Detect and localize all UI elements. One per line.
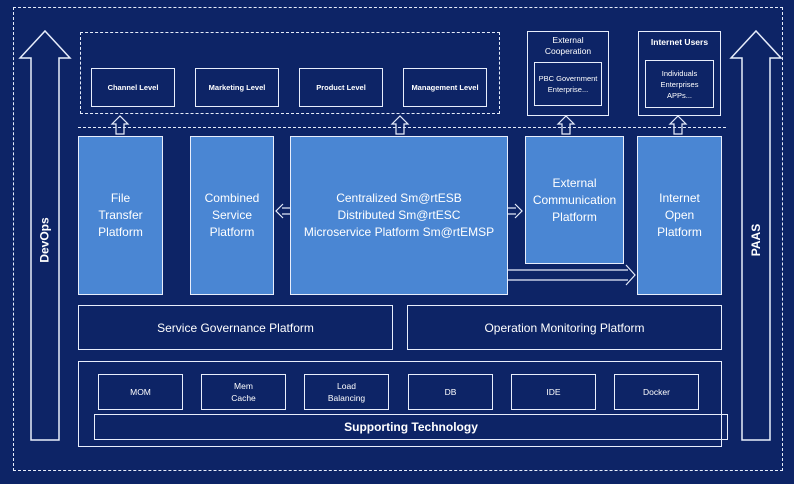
service-governance-platform: Service Governance Platform [78,305,393,350]
tech-item-load-balancing: Load Balancing [304,374,389,410]
arrow-central-to-external [508,203,523,219]
layer-separator [78,127,726,128]
internet-users-box: Internet Users Individuals Enterprises A… [638,31,721,116]
arrow-central-to-internet [508,264,636,286]
tech-item-mem-cache: Mem Cache [201,374,286,410]
levels-group [80,32,500,114]
level-box-management: Management Level [403,68,487,107]
internet-open-platform: Internet Open Platform [637,136,722,295]
operation-monitoring-platform: Operation Monitoring Platform [407,305,722,350]
level-box-product: Product Level [299,68,383,107]
level-box-marketing: Marketing Level [195,68,279,107]
up-arrow-file-transfer [110,115,130,135]
paas-label: PAAS [749,223,764,257]
level-box-channel: Channel Level [91,68,175,107]
combined-service-platform: Combined Service Platform [190,136,274,295]
tech-item-db: DB [408,374,493,410]
file-transfer-platform: File Transfer Platform [78,136,163,295]
up-arrow-internet [668,115,688,135]
internet-users-title: Internet Users [650,37,709,47]
up-arrow-central [390,115,410,135]
up-arrow-external [556,115,576,135]
supporting-technology-bar: Supporting Technology [94,414,728,440]
tech-item-mom: MOM [98,374,183,410]
external-cooperation-title: External Cooperation [544,35,592,56]
external-communication-platform: External Communication Platform [525,136,624,264]
tech-item-docker: Docker [614,374,699,410]
supporting-technology-group [78,361,722,447]
devops-arrow: DevOps [31,200,59,280]
external-cooperation-box: External Cooperation PBC Government Ente… [527,31,609,116]
paas-arrow-shape [729,29,783,441]
arrow-central-to-combined [275,203,290,219]
devops-arrow-shape [18,29,72,441]
external-cooperation-content: PBC Government Enterprise... [534,62,602,106]
paas-arrow: PAAS [742,200,770,280]
outer-frame [13,7,783,471]
tech-item-ide: IDE [511,374,596,410]
devops-label: DevOps [38,217,53,263]
internet-users-content: Individuals Enterprises APPs... [645,60,714,108]
central-esb-platform: Centralized Sm@rtESB Distributed Sm@rtES… [290,136,508,295]
